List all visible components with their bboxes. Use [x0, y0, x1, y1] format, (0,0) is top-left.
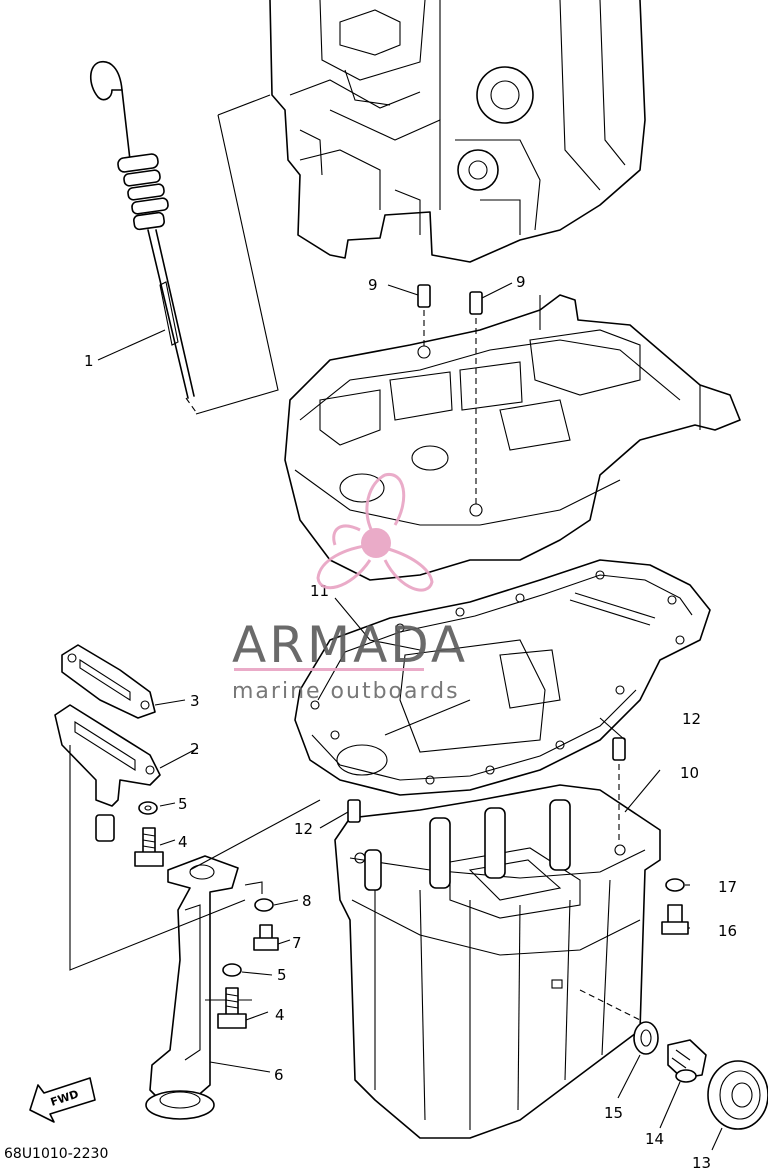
- fwd-arrow-icon: FWD: [29, 1077, 96, 1123]
- strainer-gasket: [61, 644, 156, 719]
- dipstick: [89, 60, 197, 413]
- callout-12-right: 12: [682, 710, 701, 728]
- callout-17: 17: [718, 878, 737, 896]
- callout-labels: 1 2 3 4 4 5 5 6 7 8 9 9 10 11 12 12 13 1…: [84, 273, 737, 1172]
- callout-7: 7: [292, 934, 302, 952]
- watermark-divider: [234, 668, 424, 671]
- leader-lines: [97, 282, 723, 1151]
- callout-1: 1: [84, 352, 94, 370]
- callout-16: 16: [718, 922, 737, 940]
- callout-4-upper: 4: [178, 833, 188, 851]
- callout-10: 10: [680, 764, 699, 782]
- watermark-brand: ARMADA: [232, 616, 468, 674]
- dowel-pin-12-left: [347, 799, 361, 823]
- upper-casing: [284, 294, 741, 581]
- callout-5-upper: 5: [178, 795, 188, 813]
- oil-strainer-bracket: [54, 704, 246, 971]
- guide-line-2: [244, 881, 263, 894]
- callout-3: 3: [190, 692, 200, 710]
- callout-9-right: 9: [516, 273, 526, 291]
- bolt-upper: [134, 827, 164, 867]
- callout-15: 15: [604, 1104, 623, 1122]
- oil-strainer-pipe: [145, 855, 239, 1120]
- callout-12-left: 12: [294, 820, 313, 838]
- dowel-pin-12-right: [612, 737, 626, 840]
- callout-13: 13: [692, 1154, 711, 1172]
- washer-8: [254, 898, 274, 912]
- drain-gasket-15: [633, 1021, 659, 1055]
- bolt-16: [661, 904, 689, 935]
- callout-2: 2: [190, 740, 200, 758]
- washer-17: [665, 878, 685, 892]
- dowel-pin-left: [417, 284, 431, 350]
- bolt-7: [253, 924, 279, 951]
- engine-block: [269, 0, 646, 263]
- callout-5-lower: 5: [277, 966, 287, 984]
- dowel-pin-right: [469, 291, 483, 505]
- callout-4-lower: 4: [275, 1006, 285, 1024]
- callout-8: 8: [302, 892, 312, 910]
- dipstick-leader: [217, 94, 271, 116]
- callout-14: 14: [645, 1130, 664, 1148]
- part-code: 68U1010-2230: [4, 1146, 108, 1162]
- propeller-logo-icon: [316, 473, 434, 592]
- callout-6: 6: [274, 1066, 284, 1084]
- armada-watermark: ARMADA marine outboards: [232, 473, 468, 704]
- callout-9-left: 9: [368, 276, 378, 294]
- washer-lower: [222, 963, 242, 977]
- drain-plug-14: [667, 1039, 707, 1083]
- drain-cover-13: [707, 1060, 768, 1130]
- oil-pan-gasket: [294, 559, 711, 796]
- watermark-tagline: marine outboards: [232, 679, 460, 704]
- washer-upper: [138, 801, 158, 815]
- oil-pan: [334, 784, 661, 1139]
- bolt-lower: [217, 987, 247, 1029]
- dipstick-guide: [195, 114, 279, 415]
